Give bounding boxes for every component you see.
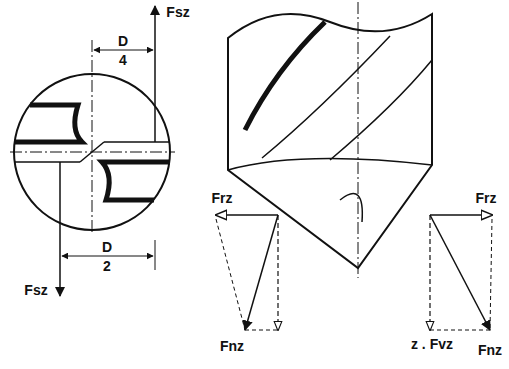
chisel-edge	[80, 142, 104, 162]
shoulder-edge	[228, 159, 432, 170]
force-label: z . Fvz	[411, 336, 453, 352]
construction-line	[490, 219, 492, 330]
construction-line	[245, 330, 278, 331]
force-label: Fnz	[478, 342, 502, 358]
center-line	[92, 40, 93, 232]
force-arrow	[59, 162, 61, 296]
force-arrow	[429, 215, 430, 330]
helix-edge	[262, 36, 390, 158]
force-arrow	[245, 215, 278, 330]
chisel-edge	[340, 194, 362, 222]
force-label: Frz	[476, 190, 497, 206]
center-line	[358, 2, 359, 278]
force-label: Fsz	[24, 282, 47, 298]
dimension-denominator: 4	[119, 52, 127, 68]
drill-body	[228, 14, 432, 268]
extension-line	[155, 240, 156, 270]
cutting-lip	[14, 161, 80, 163]
force-arrow	[430, 215, 490, 330]
flute-outline	[14, 105, 82, 142]
force-arrow	[154, 6, 156, 142]
force-label: Fsz	[166, 4, 189, 20]
construction-line	[430, 330, 490, 331]
force-arrow	[277, 215, 278, 330]
helix-edge	[330, 60, 432, 160]
force-arrow	[216, 214, 278, 216]
force-arrow	[430, 214, 492, 216]
dimension-line	[94, 50, 153, 51]
dimension-numerator: D	[118, 33, 128, 49]
construction-line	[216, 219, 245, 330]
flute-outline	[102, 162, 170, 200]
cutting-lip	[104, 141, 170, 143]
dimension-denominator: 2	[103, 258, 111, 274]
dimension-line	[62, 256, 153, 257]
dimension-numerator: D	[102, 239, 112, 255]
force-label: Fnz	[220, 338, 244, 354]
force-label: Frz	[212, 190, 233, 206]
